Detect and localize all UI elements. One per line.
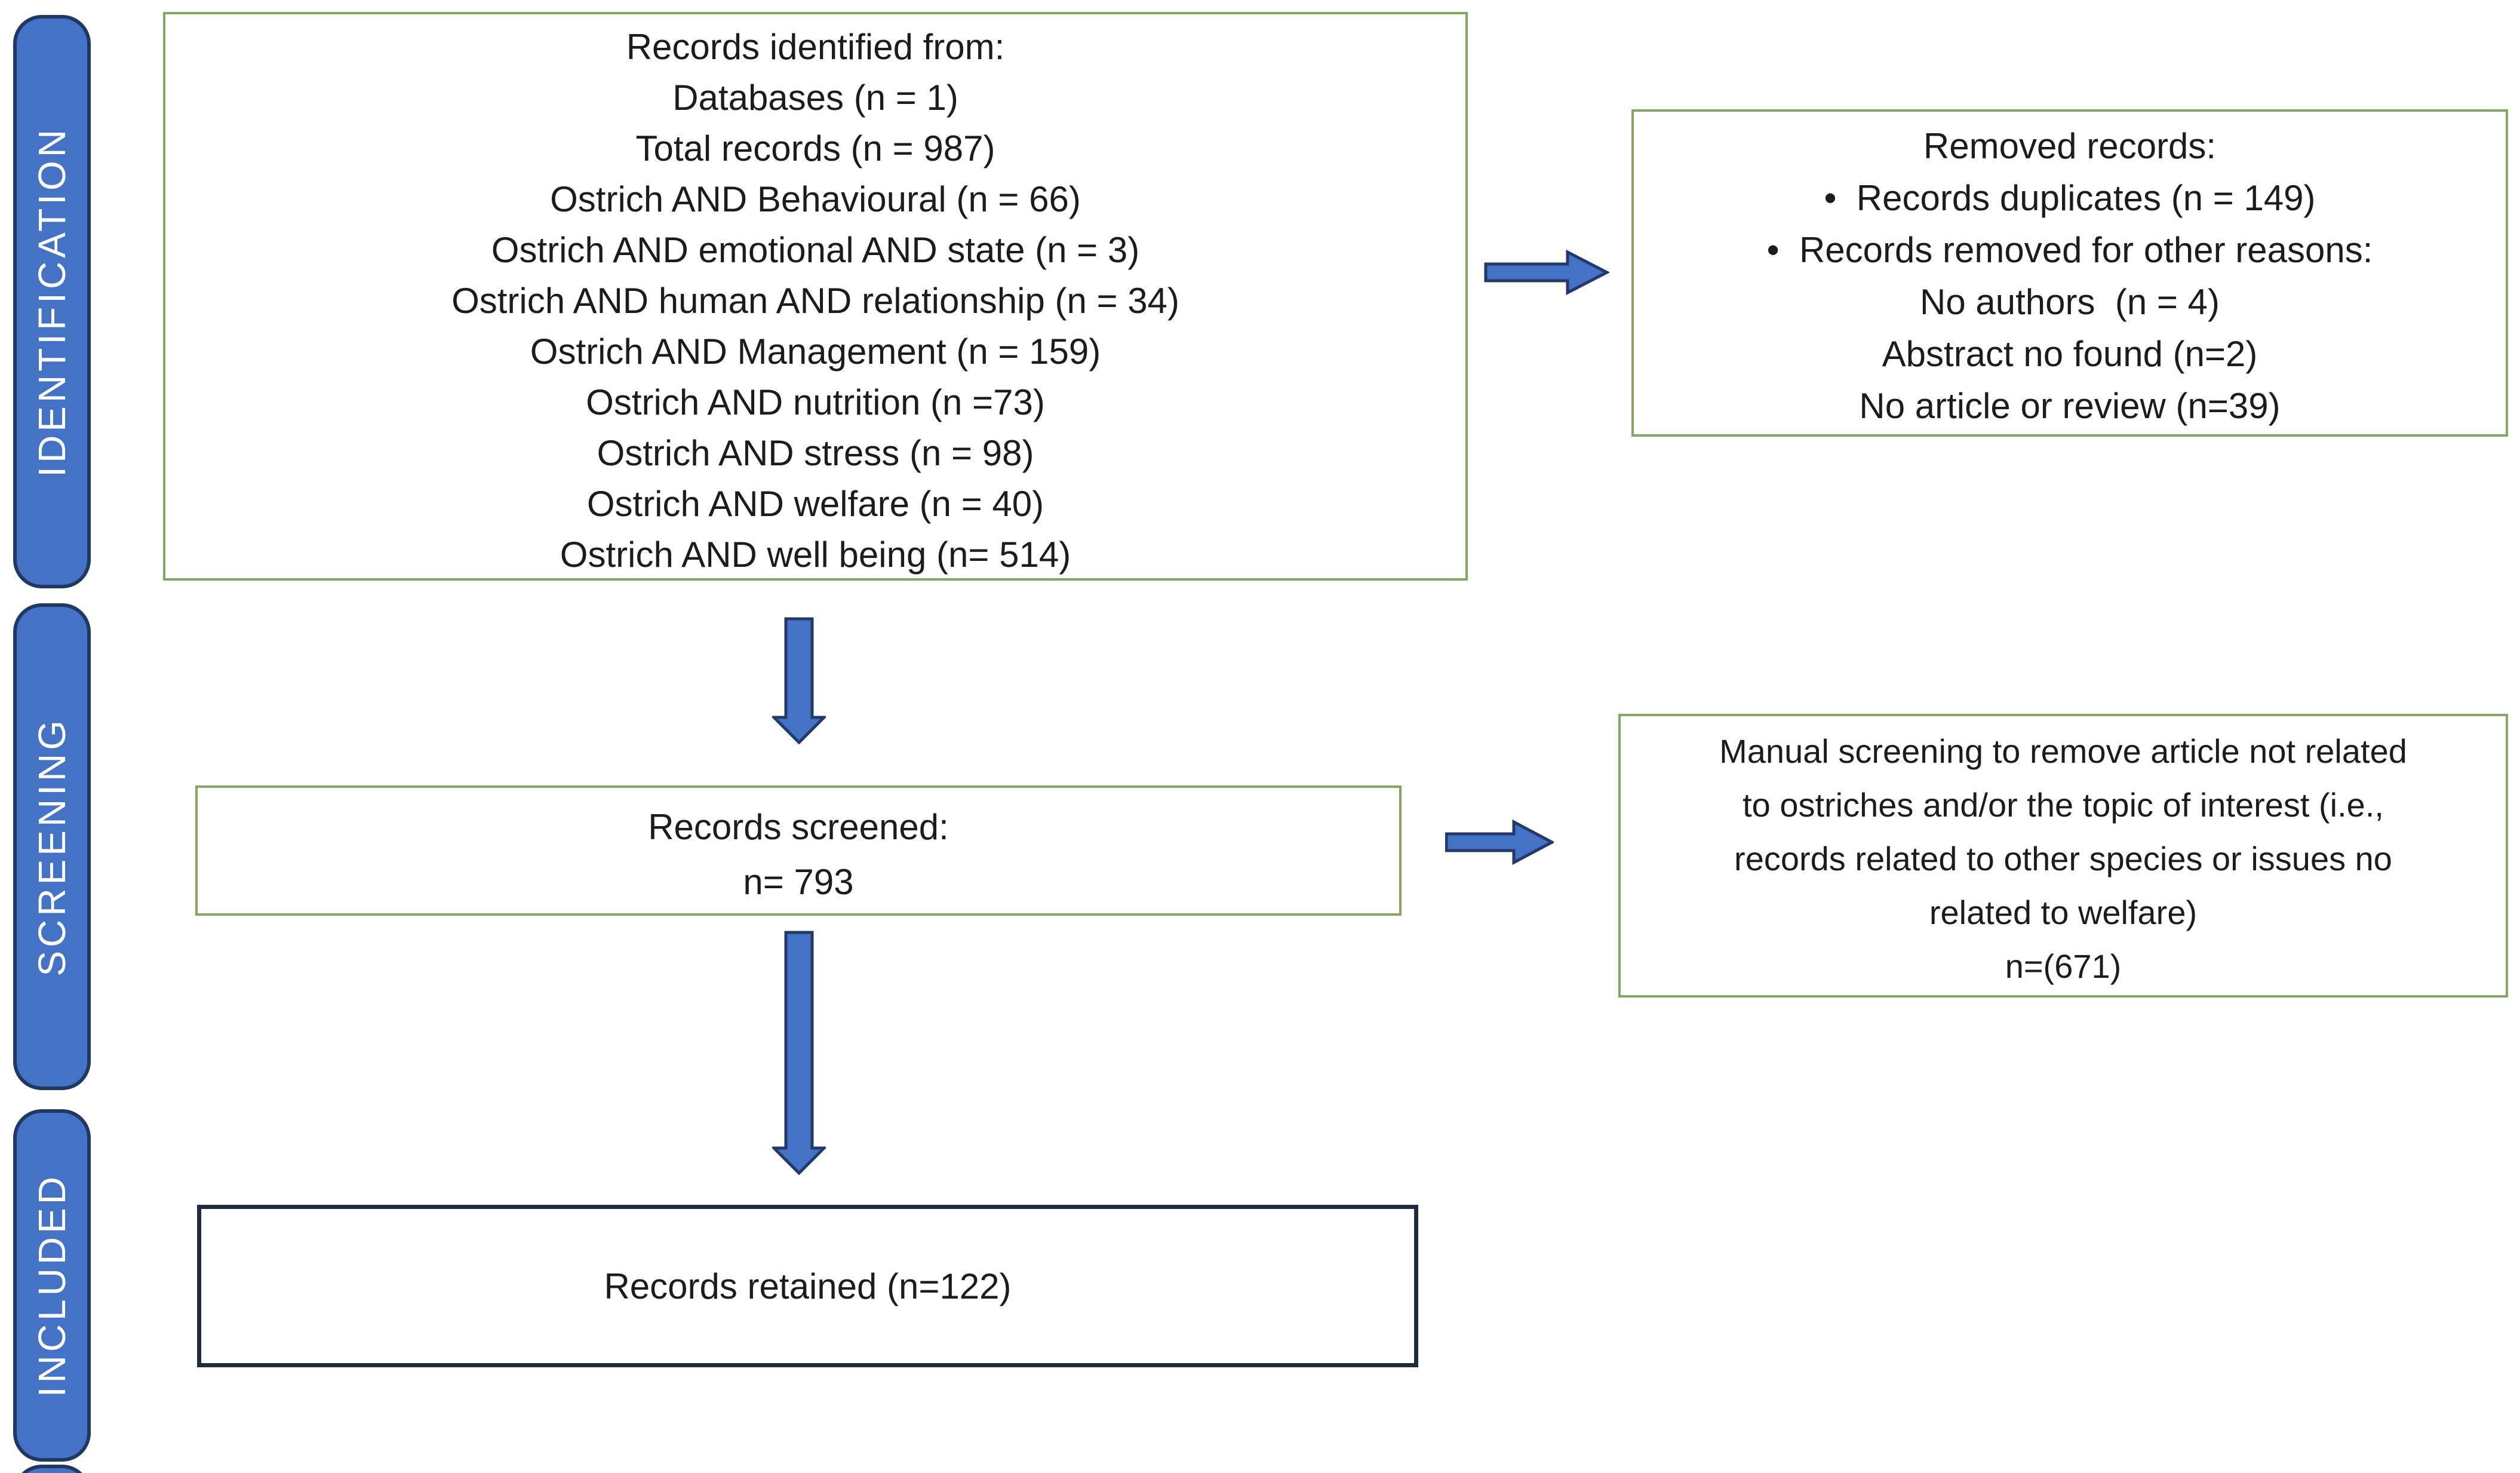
box-text-line: n=(671)	[2005, 947, 2122, 985]
stage-label-screening: SCREENING	[30, 717, 73, 977]
box-text-line: to ostriches and/or the topic of interes…	[1743, 786, 2384, 824]
box-text-line: Ostrich AND welfare (n = 40)	[586, 484, 1044, 524]
box-text-line: Ostrich AND well being (n= 514)	[560, 535, 1071, 575]
box-text-line: related to welfare)	[1929, 894, 2198, 931]
stage-label-identification: IDENTIFICATION	[30, 126, 73, 477]
box-text-line: Databases (n = 1)	[672, 78, 958, 118]
records-identified-box: Records identified from: Databases (n = …	[163, 12, 1468, 581]
block-arrow-down-icon	[772, 931, 826, 1176]
removed-records-box: Removed records: • Records duplicates (n…	[1631, 109, 2508, 437]
records-retained-box: Records retained (n=122)	[197, 1205, 1418, 1367]
box-text-line-bullet: • Records duplicates (n = 149)	[1824, 178, 2316, 218]
box-text-line: Ostrich AND emotional AND state (n = 3)	[491, 230, 1140, 270]
box-text-line-bullet: • Records removed for other reasons:	[1766, 230, 2373, 270]
stage-bar-partial-clipped	[13, 1465, 91, 1473]
box-text-line: n= 793	[743, 862, 854, 902]
box-text-line: Ostrich AND stress (n = 98)	[597, 433, 1034, 473]
box-text-line: No article or review (n=39)	[1859, 386, 2281, 426]
stage-bar-identification: IDENTIFICATION	[13, 15, 91, 588]
box-text-line: Records screened:	[648, 807, 949, 847]
block-arrow-right-icon	[1484, 250, 1609, 295]
box-text-line: Ostrich AND Management (n = 159)	[530, 332, 1101, 372]
stage-label-included: INCLUDED	[30, 1173, 73, 1398]
box-text-line: Records identified from:	[626, 27, 1005, 67]
stage-bar-included: INCLUDED	[13, 1109, 91, 1462]
block-arrow-right-icon	[1445, 820, 1554, 865]
box-text-line: Ostrich AND nutrition (n =73)	[586, 382, 1045, 422]
box-text-line: records related to other species or issu…	[1734, 840, 2392, 877]
box-text-line: Abstract no found (n=2)	[1882, 334, 2258, 374]
box-text-line: Ostrich AND Behavioural (n = 66)	[550, 179, 1081, 219]
records-screened-box: Records screened: n= 793	[195, 785, 1402, 916]
stage-bar-screening: SCREENING	[13, 603, 91, 1090]
box-text-line: No authors (n = 4)	[1920, 282, 2220, 322]
box-text-line: Removed records:	[1923, 126, 2217, 166]
box-text-line: Manual screening to remove article not r…	[1719, 732, 2407, 770]
box-text-line: Ostrich AND human AND relationship (n = …	[451, 281, 1179, 321]
box-text-line: Records retained (n=122)	[604, 1266, 1012, 1306]
manual-screening-box: Manual screening to remove article not r…	[1618, 714, 2508, 998]
box-text-line: Total records (n = 987)	[635, 128, 995, 168]
block-arrow-down-icon	[772, 617, 826, 745]
